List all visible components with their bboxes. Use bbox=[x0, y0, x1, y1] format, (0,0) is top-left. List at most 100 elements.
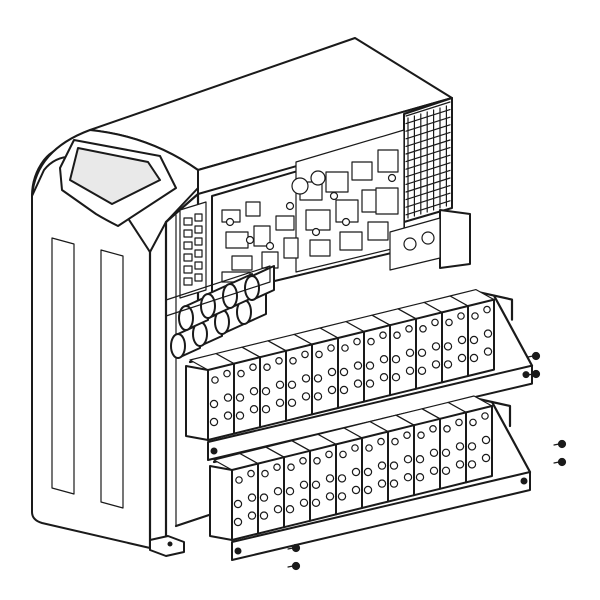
battery-terminal bbox=[353, 337, 361, 346]
battery-lug bbox=[467, 460, 477, 469]
battery-lug bbox=[377, 461, 387, 470]
battery-terminal bbox=[445, 318, 453, 327]
control-boards bbox=[179, 129, 441, 299]
board-component bbox=[367, 221, 389, 241]
side-component bbox=[183, 265, 193, 274]
mesh-line bbox=[405, 177, 451, 193]
mesh-line bbox=[405, 200, 451, 216]
battery-lug bbox=[247, 493, 257, 502]
mesh-line bbox=[405, 139, 451, 155]
battery-terminal bbox=[391, 437, 399, 446]
battery-lug bbox=[417, 348, 427, 357]
battery-lug bbox=[363, 485, 373, 495]
battery-lug bbox=[209, 417, 219, 427]
battery-lug bbox=[273, 487, 283, 496]
side-component bbox=[194, 237, 203, 246]
battery-lug bbox=[405, 366, 415, 375]
mesh-line bbox=[405, 154, 451, 170]
side-component bbox=[194, 249, 203, 258]
battery-terminal bbox=[339, 450, 347, 459]
battery-lug bbox=[275, 380, 285, 389]
battery-lug bbox=[483, 329, 493, 338]
battery-terminal bbox=[457, 312, 465, 320]
battery-lug bbox=[337, 474, 347, 483]
battery-lug bbox=[417, 366, 427, 375]
board-component bbox=[311, 227, 321, 237]
side-component bbox=[194, 225, 203, 234]
battery-lug bbox=[301, 374, 311, 383]
battery-lug bbox=[299, 498, 309, 507]
screw-shaft bbox=[553, 461, 560, 464]
battery-terminal bbox=[483, 305, 491, 314]
battery-lug bbox=[481, 453, 491, 463]
battery-lug bbox=[249, 387, 259, 396]
board-component bbox=[329, 191, 339, 201]
mesh-line bbox=[405, 169, 451, 185]
mesh-line bbox=[405, 108, 451, 125]
board-component bbox=[283, 237, 299, 259]
terminal-connector bbox=[403, 237, 417, 251]
tray-front-rail bbox=[207, 364, 533, 461]
battery-lug bbox=[313, 392, 323, 401]
battery-lug bbox=[285, 487, 295, 496]
battery-terminal bbox=[275, 356, 283, 365]
capacitor-end bbox=[178, 305, 194, 331]
tray-hole bbox=[520, 477, 528, 485]
board-component bbox=[341, 217, 351, 227]
battery-lug bbox=[389, 479, 399, 488]
board-component bbox=[387, 173, 397, 183]
side-component bbox=[194, 273, 203, 282]
battery-terminal bbox=[429, 424, 437, 433]
battery-lug bbox=[481, 435, 491, 445]
battery-lug bbox=[337, 492, 347, 501]
board-component bbox=[275, 215, 295, 231]
battery-tray-upper bbox=[185, 289, 534, 461]
battery-lug bbox=[469, 353, 479, 363]
battery-lug bbox=[259, 493, 269, 502]
battery-terminal bbox=[325, 450, 333, 459]
battery-terminal bbox=[417, 431, 425, 440]
battery-lug bbox=[339, 367, 349, 377]
battery-lug bbox=[415, 473, 425, 482]
mounting-screws bbox=[287, 351, 567, 571]
battery-lug bbox=[311, 498, 321, 507]
battery-lug bbox=[455, 460, 465, 469]
board-component bbox=[245, 201, 261, 217]
battery-lug bbox=[377, 479, 387, 488]
battery-terminal bbox=[367, 337, 375, 346]
battery-lug bbox=[353, 379, 363, 388]
battery-lug bbox=[403, 455, 413, 464]
tray-side-edge bbox=[490, 400, 532, 474]
battery-lug bbox=[311, 480, 321, 489]
battery-lug bbox=[363, 467, 373, 477]
battery-lug bbox=[391, 355, 401, 364]
battery-terminal bbox=[405, 324, 413, 333]
battery-lug bbox=[313, 374, 323, 383]
side-component bbox=[194, 213, 203, 222]
battery-lug bbox=[339, 385, 349, 395]
mesh-line bbox=[405, 147, 451, 163]
side-component bbox=[183, 229, 193, 238]
battery-terminal bbox=[327, 344, 335, 352]
board-component bbox=[377, 149, 399, 173]
battery-terminal bbox=[249, 363, 257, 372]
battery-terminal bbox=[211, 376, 219, 384]
board-component bbox=[325, 171, 349, 193]
battery-terminal bbox=[393, 331, 401, 340]
battery-lug bbox=[261, 405, 271, 414]
battery-lug bbox=[287, 398, 297, 407]
battery-lug bbox=[223, 393, 233, 402]
battery-terminal bbox=[301, 350, 309, 359]
battery-terminal bbox=[481, 412, 489, 420]
foot-bolt bbox=[167, 541, 173, 547]
battery-lug bbox=[469, 335, 479, 345]
battery-terminal bbox=[223, 369, 231, 378]
battery-lug bbox=[223, 411, 233, 420]
battery-tray-lower bbox=[209, 395, 532, 561]
battery-lug bbox=[249, 405, 259, 414]
cabinet-foot bbox=[149, 535, 185, 557]
battery-lug bbox=[259, 511, 269, 520]
battery-lug bbox=[431, 342, 441, 351]
battery-lug bbox=[235, 393, 245, 402]
